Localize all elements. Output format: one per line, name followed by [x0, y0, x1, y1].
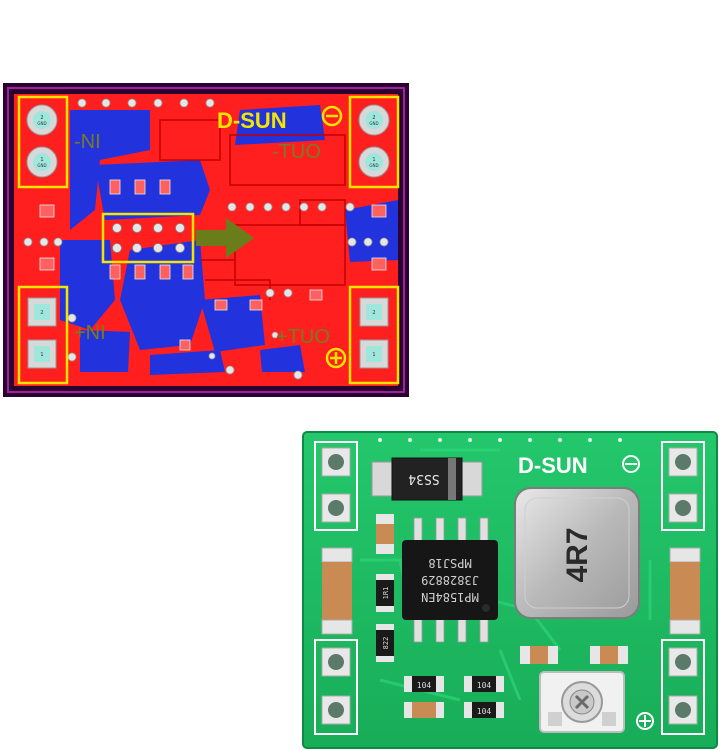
small-capacitor — [376, 514, 394, 554]
layout-terminal-out-plus: 2 1 — [348, 285, 400, 385]
resistor-label: 104 — [477, 681, 492, 690]
board-terminal-bottom-left — [314, 639, 358, 735]
resistor-label: 104 — [417, 681, 432, 690]
layout-in-minus-label: -NI — [74, 131, 101, 153]
pad-number: 2 — [372, 115, 375, 121]
layout-outline — [7, 87, 405, 393]
pad-gnd-label: GND — [369, 121, 378, 126]
resistor-104: 104 — [404, 676, 444, 692]
layout-out-minus-label: -TUO — [272, 141, 321, 163]
pad-gnd-label: GND — [37, 163, 46, 168]
layout-out-plus-label: +TUO — [276, 326, 330, 348]
resistor-label: 822 — [382, 637, 390, 650]
layout-vias — [23, 98, 389, 380]
board-brand-label: D-SUN — [518, 453, 588, 478]
trimmer-potentiometer — [539, 671, 625, 733]
arrow-icon — [196, 218, 254, 258]
layout-smd-pads — [39, 179, 387, 351]
pad-number: 1 — [40, 157, 43, 163]
minus-symbol-icon — [321, 105, 343, 127]
board-terminal-top-right — [661, 441, 705, 531]
pad-number: 1 — [40, 352, 43, 358]
ic-marking-line2: J3828829 — [421, 573, 479, 587]
layout-terminal-in-minus: 2 GND 1 GND — [17, 95, 69, 189]
resistor-822: 822 — [376, 624, 394, 662]
plus-symbol-icon — [636, 712, 654, 730]
resistor-1r1: 1R1 — [376, 574, 394, 612]
capacitor-left — [321, 547, 353, 635]
capacitor-right — [669, 547, 701, 635]
pad-number: 1 — [372, 352, 375, 358]
ic-marking-line3: MPSJ18 — [428, 556, 471, 570]
pad-number: 2 — [40, 115, 43, 121]
layout-terminal-in-plus: 2 1 — [17, 285, 69, 385]
pad-number: 1 — [372, 157, 375, 163]
small-capacitor — [404, 702, 444, 718]
diode-label: SS34 — [408, 471, 439, 486]
layout-traces — [159, 119, 346, 300]
board-edge-dots — [378, 438, 622, 442]
pad-gnd-label: GND — [37, 121, 46, 126]
plus-symbol-icon — [325, 347, 347, 369]
layout-terminal-out-minus: 2 GND 1 GND — [348, 95, 400, 189]
layout-ic-footprint — [101, 212, 195, 264]
inductor-label: 4R7 — [561, 527, 594, 582]
layout-in-plus-label: +NI — [74, 322, 106, 344]
board-terminal-bottom-right — [661, 639, 705, 735]
resistor-104: 104 — [464, 702, 504, 718]
pad-number: 2 — [40, 310, 43, 316]
resistor-label: 104 — [477, 707, 492, 716]
ic-mp1584: MP1584EN J3828829 MPSJ18 — [402, 517, 498, 643]
ic-marking-line1: MP1584EN — [421, 590, 479, 604]
minus-symbol-icon — [622, 455, 640, 473]
board-substrate — [303, 432, 717, 748]
pad-number: 2 — [372, 310, 375, 316]
board-terminal-top-left — [314, 441, 358, 531]
resistor-104: 104 — [464, 676, 504, 692]
small-capacitor — [590, 646, 628, 664]
resistor-label: 1R1 — [382, 587, 390, 600]
pad-gnd-label: GND — [369, 163, 378, 168]
board-photo: D-SUN SS34 — [302, 431, 718, 749]
diode-ss34: SS34 — [371, 457, 483, 501]
pcb-layout-view: 2 GND 1 GND 2 GND 1 GND 2 1 — [3, 83, 409, 397]
small-capacitor — [520, 646, 558, 664]
inductor-4r7: 4R7 — [514, 487, 640, 619]
layout-brand-label: D-SUN — [217, 108, 287, 133]
